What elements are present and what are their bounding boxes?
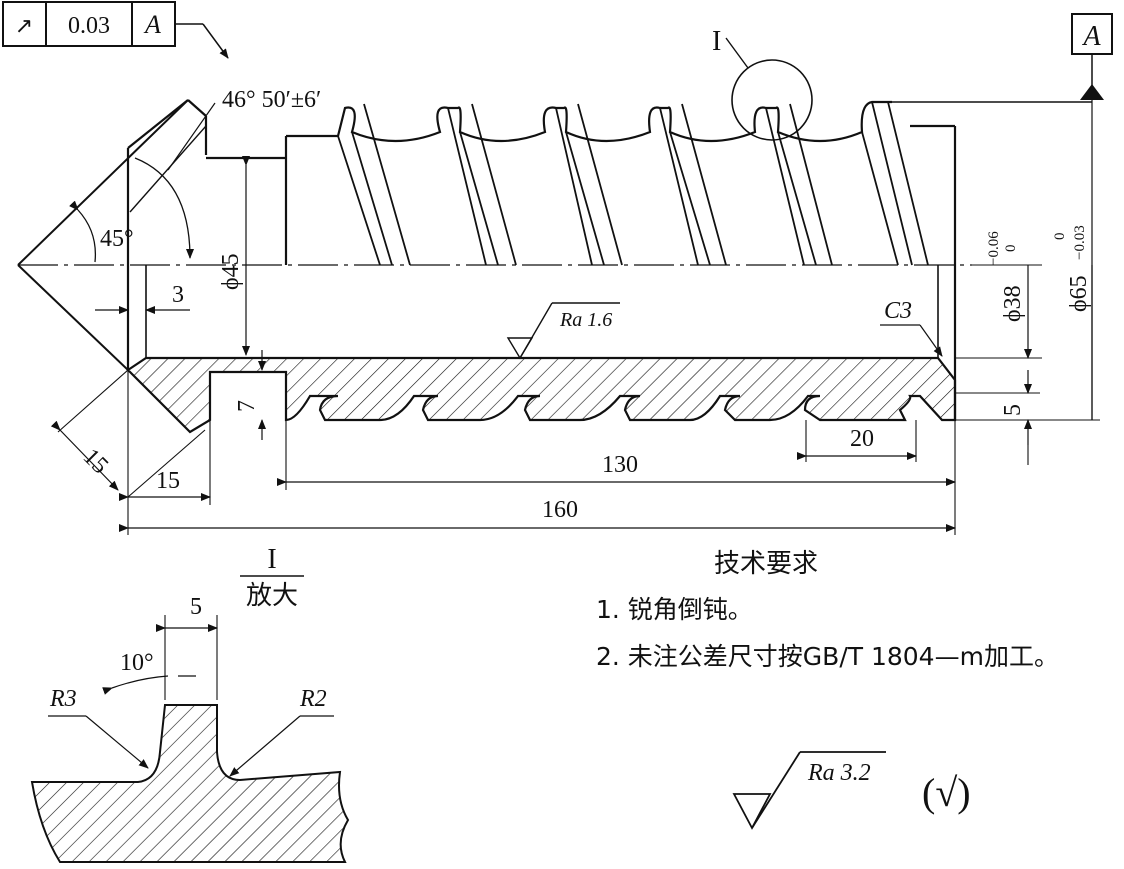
feature-control-frame: ↗ 0.03 A	[2, 1, 229, 59]
svg-text:15: 15	[78, 444, 113, 479]
svg-text:R3: R3	[49, 686, 77, 712]
dia-38-label: ϕ38	[1000, 285, 1026, 322]
svg-text:15: 15	[156, 468, 180, 494]
thread-flanks	[337, 101, 929, 266]
svg-text:5: 5	[1000, 404, 1026, 416]
svg-text:−0.03: −0.03	[1072, 225, 1088, 260]
tolerance-value: 0.03	[68, 13, 110, 39]
section-view	[126, 356, 957, 434]
detail-label: I 放大	[240, 544, 304, 611]
requirements-title: 技术要求	[714, 549, 818, 579]
svg-text:0: 0	[1052, 233, 1068, 241]
svg-text:160: 160	[542, 497, 578, 523]
svg-text:C3: C3	[884, 298, 912, 324]
technical-requirements: 技术要求 1. 锐角倒钝。 2. 未注公差尺寸按GB/T 1804—m加工。	[596, 549, 1059, 671]
dimensions: 46° 50′±6′ 45° 3 ϕ45 7 Ra 1.6 C3 ϕ38 −0.…	[50, 87, 1100, 535]
svg-text:10°: 10°	[120, 650, 154, 676]
runout-symbol: ↗	[15, 13, 33, 38]
angle-45-label: 45°	[100, 226, 134, 252]
svg-text:I: I	[267, 544, 276, 575]
detail-view: 5 10° R3 R2	[30, 594, 350, 863]
svg-text:130: 130	[602, 452, 638, 478]
svg-text:R2: R2	[299, 686, 327, 712]
svg-text:5: 5	[190, 594, 202, 620]
svg-text:A: A	[1081, 21, 1101, 52]
dia-45-label: ϕ45	[218, 253, 244, 290]
svg-text:7: 7	[234, 400, 260, 412]
dia-65-label: ϕ65	[1066, 275, 1092, 312]
svg-text:0: 0	[1003, 245, 1019, 253]
ra16-label: Ra 1.6	[559, 309, 612, 331]
svg-text:−0.06: −0.06	[986, 231, 1002, 266]
angle-main-label: 46° 50′±6′	[222, 87, 321, 113]
svg-text:I: I	[712, 26, 721, 57]
svg-text:3: 3	[172, 282, 184, 308]
datum-ref: A	[143, 10, 161, 39]
surface-roughness-note: Ra 3.2 (√)	[732, 751, 971, 830]
svg-text:放大: 放大	[246, 581, 298, 611]
requirement-item-1: 1. 锐角倒钝。	[596, 595, 753, 624]
svg-text:20: 20	[850, 426, 874, 452]
detail-callout: I	[712, 26, 813, 141]
roughness-paren: (√)	[922, 770, 971, 815]
part-outline	[17, 99, 1092, 420]
requirement-item-2: 2. 未注公差尺寸按GB/T 1804—m加工。	[596, 642, 1059, 671]
ra32-label: Ra 3.2	[807, 760, 871, 786]
